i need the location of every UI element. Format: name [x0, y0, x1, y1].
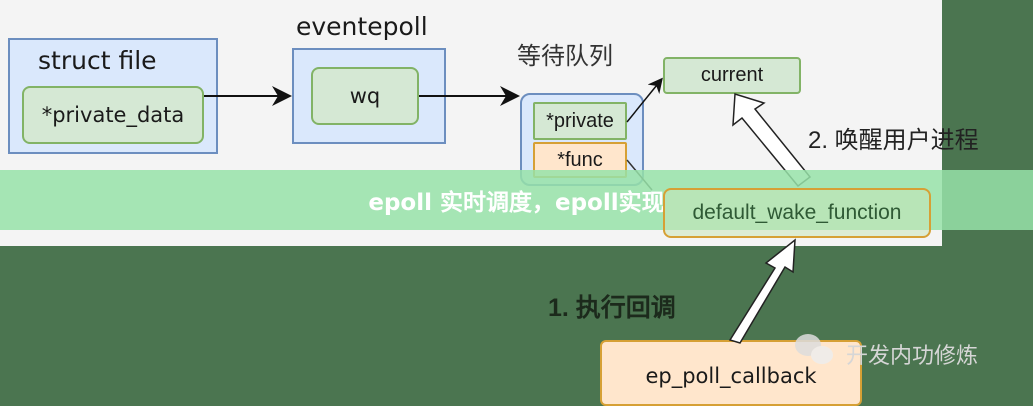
wait-queue-title: 等待队列: [517, 42, 613, 70]
step1-label: 1. 执行回调: [548, 294, 676, 322]
hollow-arrow-wake-to-current: [732, 93, 812, 188]
arrow-private-to-current: [626, 77, 663, 123]
wechat-icon: [795, 334, 833, 364]
step2-label: 2. 唤醒用户进程: [808, 127, 979, 154]
private-field: *private: [533, 102, 627, 140]
banner-title: epoll 实时调度，epoll实现: [368, 190, 665, 216]
private-data-field: *private_data: [22, 86, 204, 144]
struct-file-title: struct file: [38, 46, 157, 75]
current-box: current: [663, 57, 801, 94]
watermark-text: 开发内功修炼: [846, 344, 979, 369]
eventepoll-title: eventepoll: [296, 12, 428, 41]
hollow-arrow-callback-to-wake: [728, 238, 796, 344]
default-wake-function-box: default_wake_function: [663, 188, 931, 238]
wq-field: wq: [311, 67, 419, 125]
ep-poll-callback-box: ep_poll_callback: [600, 340, 862, 406]
